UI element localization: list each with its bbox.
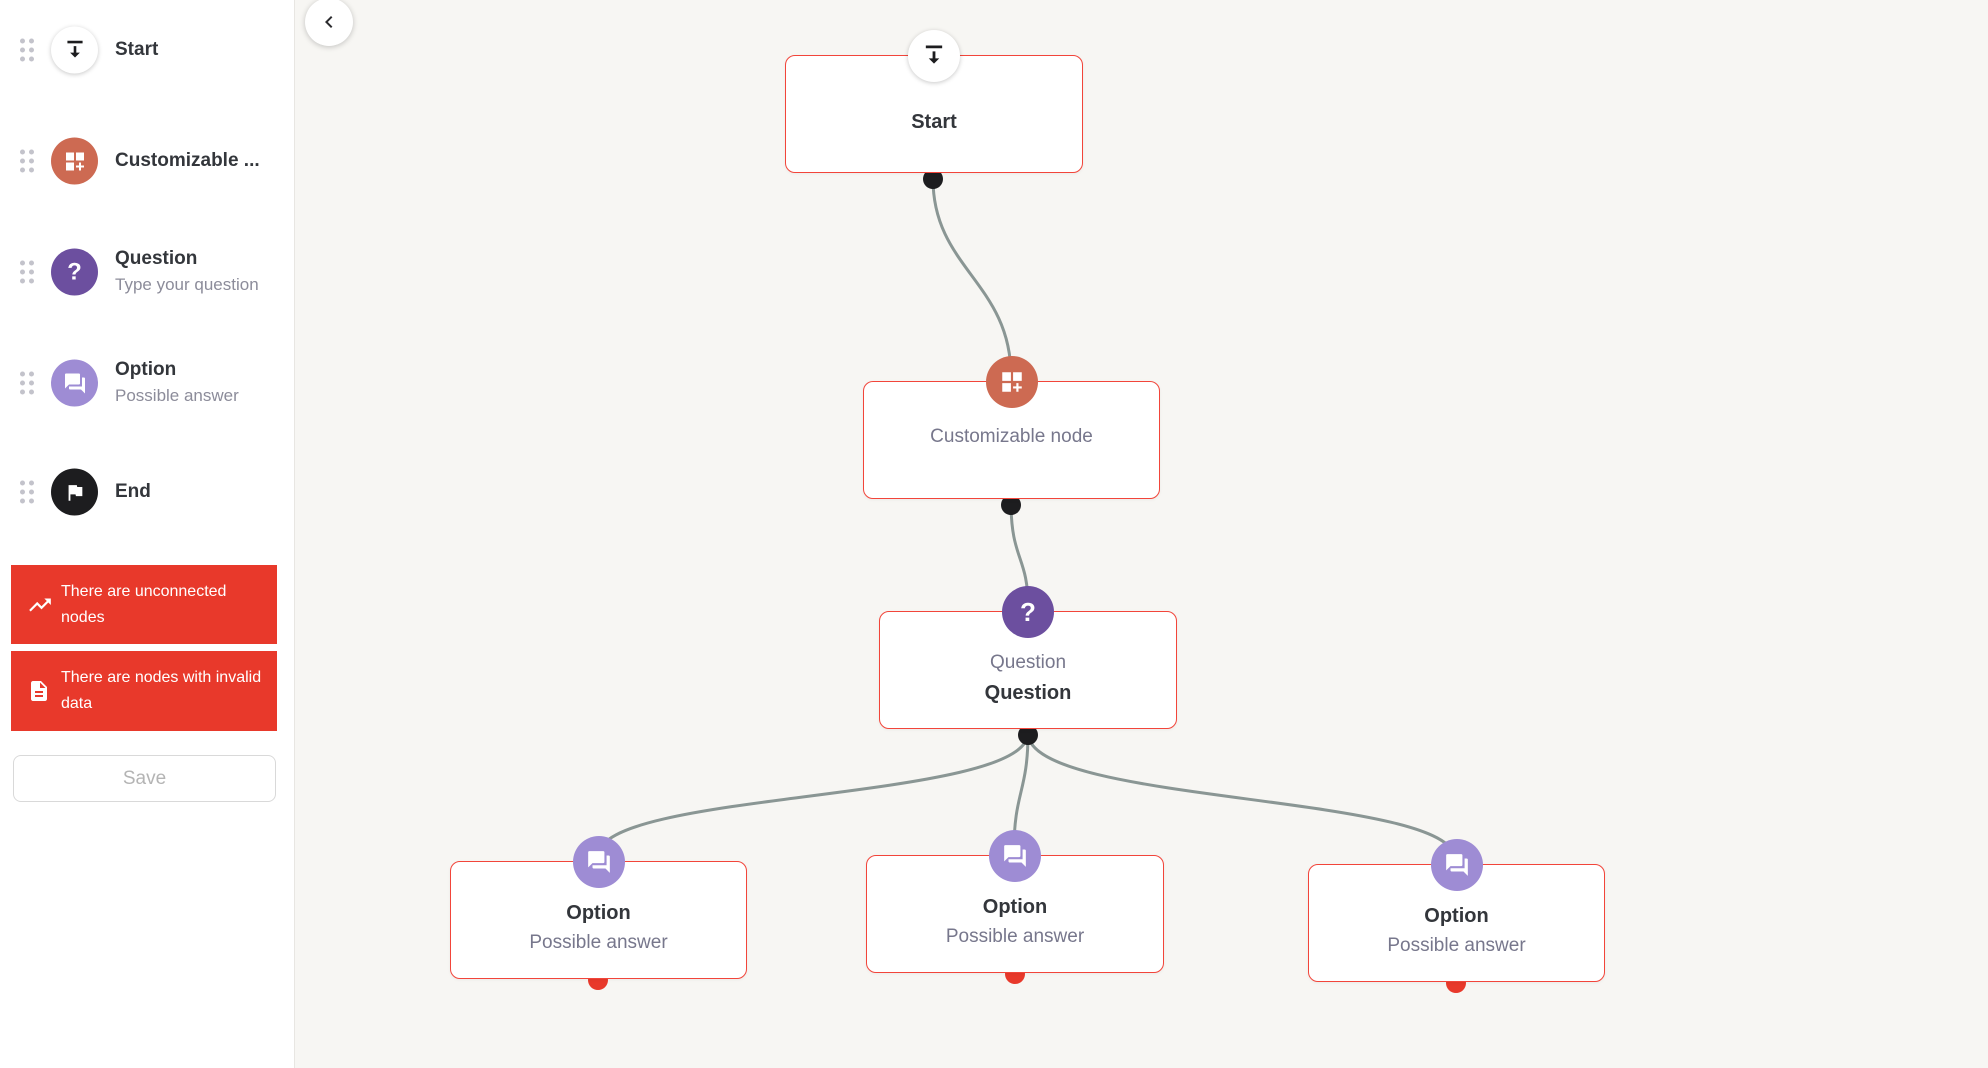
node-option-3-subtitle: Possible answer <box>1387 935 1526 956</box>
node-start-title: Start <box>911 111 957 133</box>
palette-subtitle-option: Possible answer <box>115 386 239 405</box>
edge-start-customizable[interactable] <box>931 177 1013 378</box>
handle-start-source[interactable] <box>923 169 943 189</box>
drag-handle-icon[interactable] <box>20 371 34 395</box>
node-option-1[interactable]: Option Possible answer <box>450 836 747 979</box>
node-question-title: Question <box>984 682 1072 704</box>
node-question-type-label: Question <box>989 652 1067 673</box>
flag-icon <box>51 468 98 516</box>
drag-handle-icon[interactable] <box>20 260 34 284</box>
forum-icon <box>1430 839 1483 891</box>
forum-icon <box>572 836 625 888</box>
forum-icon <box>51 359 98 407</box>
palette-label-start: Start <box>115 39 159 60</box>
node-option-3-title: Option <box>1424 905 1489 927</box>
node-option-3[interactable]: Option Possible answer <box>1308 839 1605 982</box>
handle-question-source[interactable] <box>1018 725 1038 745</box>
drag-handle-icon[interactable] <box>20 480 34 504</box>
chevron-left-icon <box>325 16 333 28</box>
node-option-2-title: Option <box>982 896 1048 918</box>
palette-item-question[interactable]: ? Question Type your question <box>0 226 295 318</box>
palette-label-question: Question <box>115 248 198 269</box>
node-option-1-subtitle: Possible answer <box>529 932 668 953</box>
handle-customizable-source[interactable] <box>1001 495 1021 515</box>
palette-item-end[interactable]: End <box>0 446 295 538</box>
palette-item-start[interactable]: Start <box>0 4 295 96</box>
start-arrow-icon <box>51 26 98 74</box>
warning-unconnected-nodes: There are unconnected nodes <box>11 565 277 644</box>
document-icon <box>27 679 61 703</box>
node-customizable-title: Customizable node <box>930 426 1093 447</box>
node-option-1-title: Option <box>566 902 631 924</box>
edge-question-option1[interactable] <box>596 731 1030 858</box>
edge-layer <box>596 177 1457 861</box>
save-button[interactable]: Save <box>13 755 276 802</box>
node-start[interactable]: Start <box>785 30 1083 173</box>
node-question[interactable]: ? Question Question <box>879 586 1177 729</box>
palette-label-end: End <box>115 481 151 502</box>
drag-handle-icon[interactable] <box>20 149 34 173</box>
palette-subtitle-question: Type your question <box>115 275 259 294</box>
question-mark-icon: ? <box>51 248 98 296</box>
dashboard-customize-icon <box>985 356 1038 408</box>
forum-icon <box>989 830 1041 882</box>
trending-up-icon <box>27 592 61 618</box>
dashboard-customize-icon <box>51 137 98 185</box>
flow-canvas[interactable]: Start Customizable node ? Question Quest… <box>296 0 1988 1068</box>
back-button[interactable] <box>305 0 353 46</box>
node-palette-sidebar: Start Customizable ... ? Question Type y… <box>0 0 295 1068</box>
palette-label-customizable: Customizable ... <box>115 150 260 171</box>
warning-unconnected-text: There are unconnected nodes <box>61 582 227 626</box>
warning-invalid-text: There are nodes with invalid data <box>61 669 262 712</box>
question-mark-icon: ? <box>1002 586 1054 638</box>
edge-question-option3[interactable] <box>1026 731 1457 861</box>
node-option-2-subtitle: Possible answer <box>945 926 1085 947</box>
drag-handle-icon[interactable] <box>20 38 34 62</box>
start-arrow-icon <box>908 30 960 82</box>
node-customizable[interactable]: Customizable node <box>863 356 1160 499</box>
warning-invalid-data: There are nodes with invalid data <box>11 651 277 731</box>
palette-label-option: Option <box>115 359 177 380</box>
palette-item-customizable[interactable]: Customizable ... <box>0 115 295 207</box>
node-option-2[interactable]: Option Possible answer <box>866 830 1164 973</box>
palette-item-option[interactable]: Option Possible answer <box>0 337 295 429</box>
